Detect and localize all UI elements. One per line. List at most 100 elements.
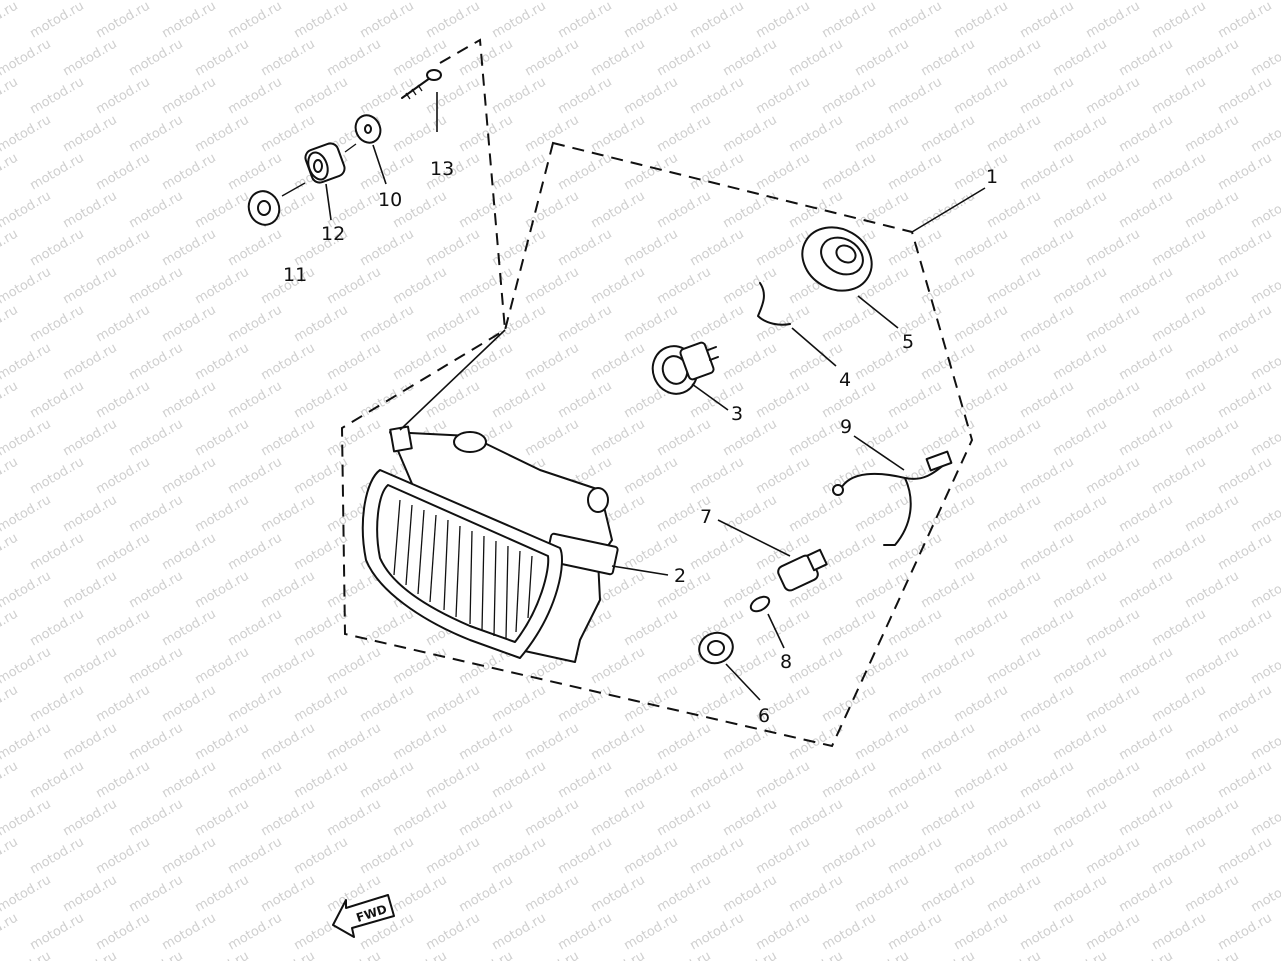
watermark-text: motod.ru — [457, 873, 516, 916]
callout-8: 8 — [780, 651, 792, 673]
watermark-text: motod.ru — [787, 341, 846, 384]
watermark-text: motod.ru — [853, 493, 912, 536]
watermark-text: motod.ru — [292, 0, 351, 41]
watermark-text: motod.ru — [1216, 835, 1275, 878]
position-lamp-socket — [717, 519, 828, 592]
watermark-text: motod.ru — [259, 493, 318, 536]
watermark-text: motod.ru — [985, 0, 1044, 3]
assembly-outline — [340, 141, 974, 748]
watermark-text: motod.ru — [292, 531, 351, 574]
watermark-text: motod.ru — [886, 607, 945, 650]
watermark-text: motod.ru — [127, 417, 186, 460]
watermark-text: motod.ru — [589, 265, 648, 308]
watermark-text: motod.ru — [127, 37, 186, 80]
watermark-text: motod.ru — [457, 189, 516, 232]
watermark-text: motod.ru — [1018, 607, 1077, 650]
watermark-text: motod.ru — [391, 0, 450, 3]
watermark-text: motod.ru — [1216, 455, 1275, 498]
watermark-text: motod.ru — [820, 759, 879, 802]
watermark-text: motod.ru — [0, 227, 21, 270]
watermark-text: motod.ru — [886, 227, 945, 270]
watermark-text: motod.ru — [127, 569, 186, 612]
screw — [401, 69, 442, 132]
watermark-text: motod.ru — [820, 455, 879, 498]
watermark-text: motod.ru — [820, 911, 879, 954]
watermark-text: motod.ru — [1183, 37, 1242, 80]
watermark-text: motod.ru — [193, 949, 252, 961]
watermark-text: motod.ru — [193, 37, 252, 80]
watermark-text: motod.ru — [622, 75, 681, 118]
watermark-text: motod.ru — [721, 797, 780, 840]
watermark-text: motod.ru — [556, 151, 615, 194]
watermark-text: motod.ru — [589, 949, 648, 961]
watermark-text: motod.ru — [259, 0, 318, 3]
watermark-text: motod.ru — [886, 835, 945, 878]
watermark-text: motod.ru — [292, 759, 351, 802]
watermark-text: motod.ru — [193, 721, 252, 764]
watermark-text: motod.ru — [61, 113, 120, 156]
watermark-text: motod.ru — [622, 227, 681, 270]
watermark-text: motod.ru — [820, 151, 879, 194]
watermark-text: motod.ru — [160, 531, 219, 574]
watermark-text: motod.ru — [1018, 531, 1077, 574]
watermark-text: motod.ru — [0, 379, 21, 422]
wire-lead — [832, 435, 953, 546]
watermark-text: motod.ru — [1018, 911, 1077, 954]
watermark-text: motod.ru — [1183, 0, 1242, 3]
watermark-text: motod.ru — [1051, 0, 1110, 3]
watermark-text: motod.ru — [1084, 683, 1143, 726]
watermark-text: motod.ru — [1051, 113, 1110, 156]
watermark-text: motod.ru — [556, 227, 615, 270]
lens-pattern — [393, 499, 533, 639]
watermark-text: motod.ru — [919, 37, 978, 80]
watermark-text: motod.ru — [952, 759, 1011, 802]
watermark-text: motod.ru — [721, 949, 780, 961]
watermark-text: motod.ru — [952, 531, 1011, 574]
watermark-text: motod.ru — [721, 417, 780, 460]
watermark-text: motod.ru — [424, 303, 483, 346]
watermark-text: motod.ru — [787, 645, 846, 688]
watermark-text: motod.ru — [754, 0, 813, 41]
watermark-text: motod.ru — [61, 645, 120, 688]
watermark-text: motod.ru — [523, 265, 582, 308]
watermark-text: motod.ru — [820, 531, 879, 574]
watermark-text: motod.ru — [127, 797, 186, 840]
watermark-text: motod.ru — [259, 37, 318, 80]
watermark-text: motod.ru — [61, 949, 120, 961]
watermark-text: motod.ru — [787, 189, 846, 232]
watermark-text: motod.ru — [325, 341, 384, 384]
watermark-text: motod.ru — [28, 227, 87, 270]
watermark-text: motod.ru — [787, 113, 846, 156]
watermark-text: motod.ru — [721, 0, 780, 3]
callout-11: 11 — [283, 264, 307, 286]
watermark-text: motod.ru — [1183, 417, 1242, 460]
watermark-text: motod.ru — [1249, 493, 1281, 536]
watermark-text: motod.ru — [1117, 341, 1176, 384]
watermark-text: motod.ru — [424, 759, 483, 802]
watermark-text: motod.ru — [160, 607, 219, 650]
watermark-text: motod.ru — [0, 113, 54, 156]
watermark-text: motod.ru — [853, 797, 912, 840]
watermark-text: motod.ru — [1150, 835, 1209, 878]
watermark-text: motod.ru — [622, 911, 681, 954]
watermark-text: motod.ru — [1216, 0, 1275, 41]
watermark-text: motod.ru — [424, 0, 483, 41]
watermark-text: motod.ru — [226, 455, 285, 498]
watermark-text: motod.ru — [985, 113, 1044, 156]
watermark-text: motod.ru — [688, 151, 747, 194]
watermark-text: motod.ru — [985, 797, 1044, 840]
watermark-text: motod.ru — [556, 379, 615, 422]
watermark-text: motod.ru — [325, 265, 384, 308]
watermark-text: motod.ru — [490, 683, 549, 726]
watermark-text: motod.ru — [589, 645, 648, 688]
watermark-text: motod.ru — [0, 949, 54, 961]
watermark-text: motod.ru — [325, 417, 384, 460]
watermark-text: motod.ru — [1018, 227, 1077, 270]
watermark-text: motod.ru — [325, 645, 384, 688]
watermark-text: motod.ru — [1183, 873, 1242, 916]
watermark-text: motod.ru — [1117, 37, 1176, 80]
watermark-text: motod.ru — [160, 303, 219, 346]
watermark-text: motod.ru — [490, 75, 549, 118]
watermark-text: motod.ru — [292, 683, 351, 726]
